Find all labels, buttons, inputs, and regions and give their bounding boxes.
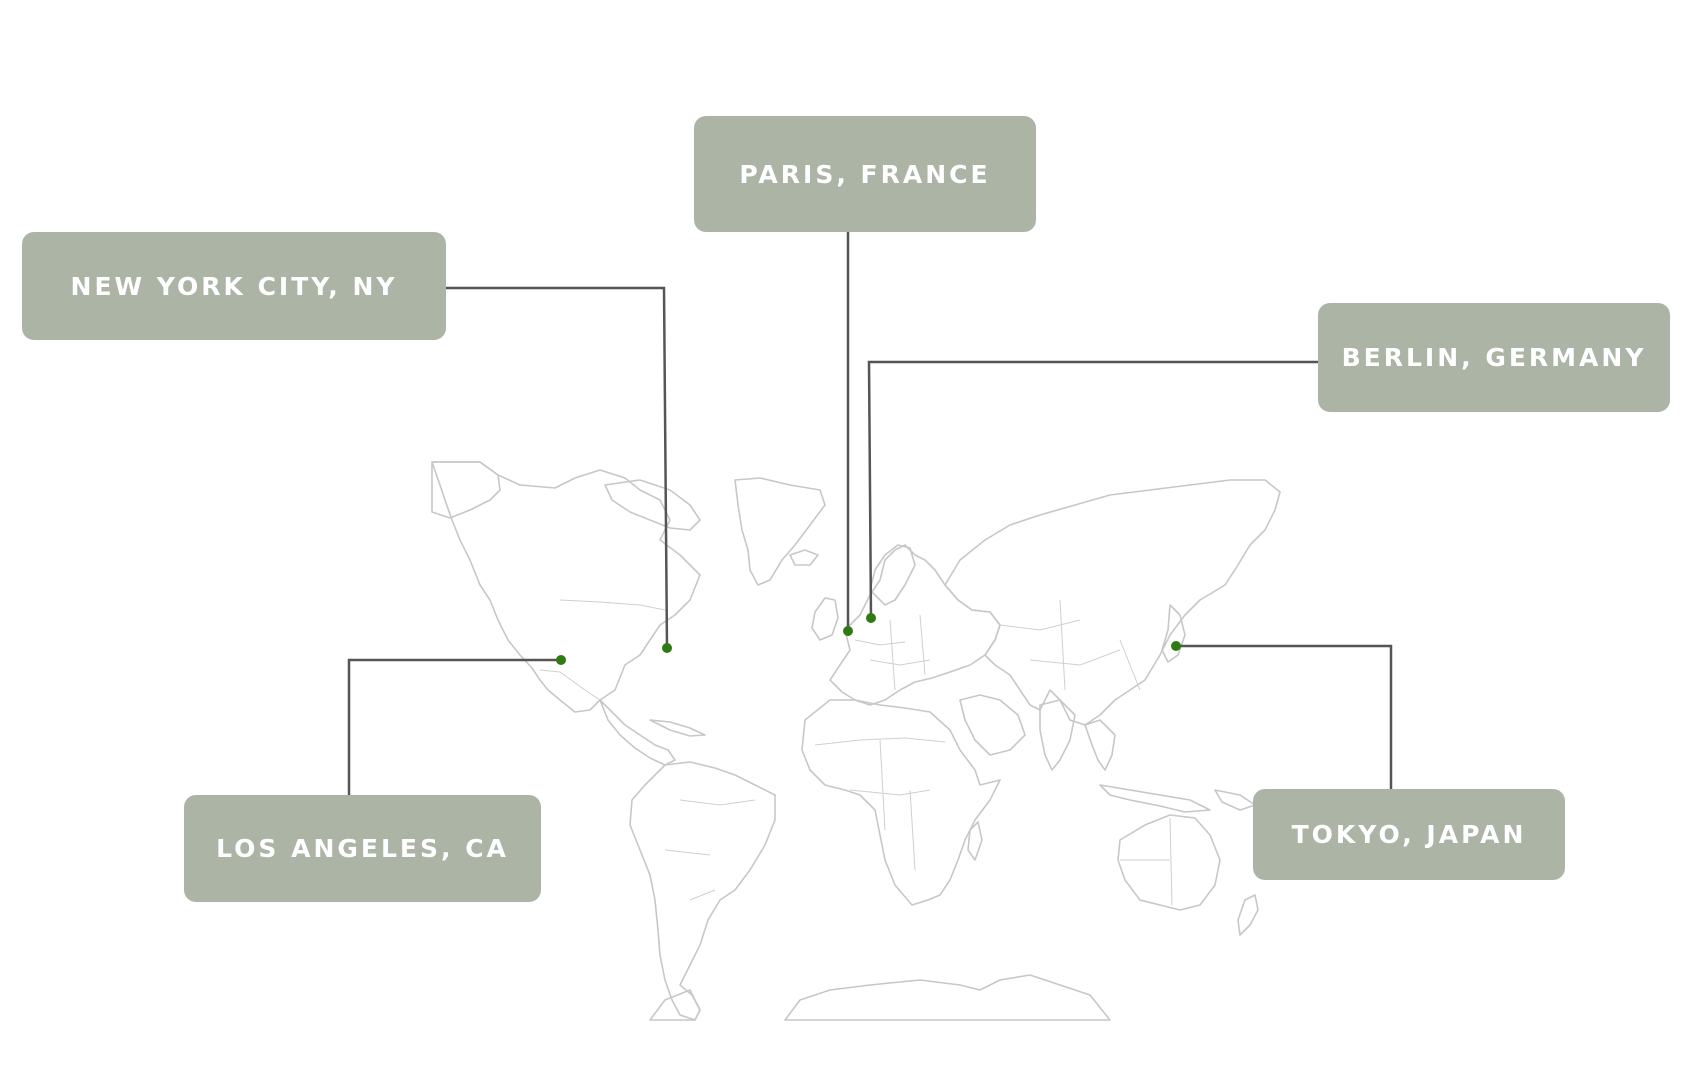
southeast-asia-outline [1084,719,1116,771]
uk-outline [811,597,839,641]
label-new-york: NEW YORK CITY, NY [22,232,446,340]
label-tokyo-text: TOKYO, JAPAN [1291,820,1527,849]
south-america-borders [664,799,756,901]
pin-los-angeles [556,655,566,665]
us-mexico-border [539,669,601,701]
indonesia-outline [1099,784,1211,813]
south-america-outline [629,761,776,1021]
north-america-outline [431,461,701,713]
continent-outlines [431,461,1281,1021]
us-canada-border [559,599,666,611]
iceland-outline [789,549,819,566]
label-berlin: BERLIN, GERMANY [1318,303,1670,412]
label-berlin-text: BERLIN, GERMANY [1341,343,1647,372]
connector-new-york [446,286,669,649]
asia-borders [999,599,1141,691]
central-america-outline [599,699,676,766]
antarctica-outline [649,974,1111,1021]
africa-borders [814,737,946,871]
madagascar-outline [967,821,983,861]
pin-tokyo [1171,641,1181,651]
new-guinea-outline [1214,789,1256,811]
africa-outline [801,699,1001,906]
europe-outline [829,544,1001,706]
alaska-outline [431,461,501,519]
label-tokyo: TOKYO, JAPAN [1253,789,1565,880]
scandinavia-outline [869,544,916,606]
new-zealand-outline [1237,894,1259,936]
arabia-outline [959,694,1026,756]
australia-borders [1120,817,1173,906]
cuba-outline [649,719,706,737]
label-new-york-text: NEW YORK CITY, NY [70,271,398,301]
location-pins [556,613,1181,665]
connector-tokyo [1176,644,1393,789]
connector-los-angeles [347,658,561,795]
europe-borders [854,614,931,691]
country-borders [539,599,1173,906]
pin-new-york [662,643,672,653]
india-outline [1039,699,1076,771]
arctic-islands-outline [604,479,701,531]
connector-lines [347,232,1393,795]
label-los-angeles-text: LOS ANGELES, CA [216,834,509,863]
connector-berlin [867,360,1318,619]
japan-outline [1161,604,1186,663]
asia-outline [944,479,1281,726]
pin-paris [843,626,853,636]
greenland-outline [734,477,826,586]
pin-berlin [866,613,876,623]
label-paris-text: PARIS, FRANCE [739,159,991,189]
australia-outline [1117,814,1221,911]
label-los-angeles: LOS ANGELES, CA [184,795,541,902]
label-paris: PARIS, FRANCE [694,116,1036,232]
